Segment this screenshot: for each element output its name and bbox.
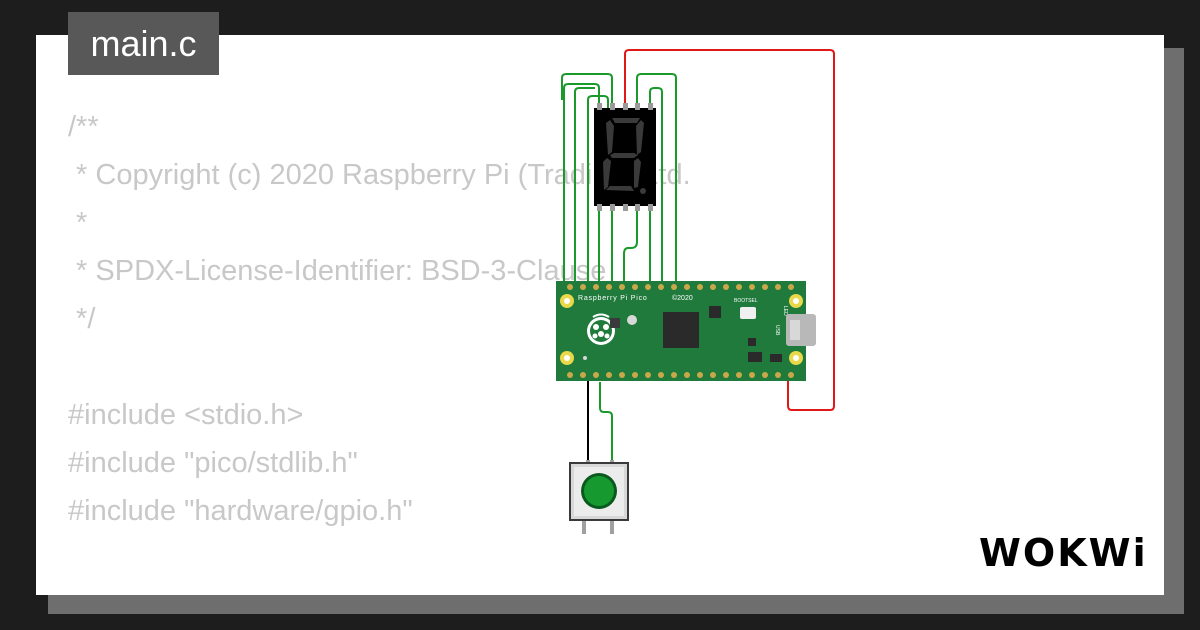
code-line: #include <stdio.h> xyxy=(68,399,304,431)
chip-flash xyxy=(709,306,721,318)
usb-port-inner xyxy=(790,320,800,340)
wires-green[interactable] xyxy=(561,73,677,466)
code-editor[interactable]: /** * Copyright (c) 2020 Raspberry Pi (T… xyxy=(68,103,691,595)
raspberry-pi-pico[interactable]: Raspberry Pi Pico ©2020 BOOTSEL LED USB xyxy=(556,281,816,381)
bootsel-button[interactable] xyxy=(740,307,756,319)
seven-segment-display[interactable] xyxy=(594,103,656,211)
wokwi-logo-text: WOKWi xyxy=(979,531,1147,575)
wokwi-logo: WOKWi xyxy=(979,531,1147,575)
code-line: * xyxy=(68,207,88,239)
board-name: Raspberry Pi Pico xyxy=(578,295,648,302)
push-button[interactable] xyxy=(569,460,629,534)
chip-tiny xyxy=(770,354,782,362)
code-line: #include "pico/stdlib.h" xyxy=(68,447,358,479)
chip-tiny xyxy=(748,352,762,362)
usb-label: USB xyxy=(774,325,780,336)
wire-red[interactable] xyxy=(624,49,835,411)
chip-small xyxy=(610,318,620,328)
header-pins xyxy=(567,284,794,378)
mounting-holes xyxy=(560,294,803,365)
code-line: #include "hardware/gpio.h" xyxy=(68,495,413,527)
board-year: ©2020 xyxy=(672,294,693,302)
raspberry-logo-icon xyxy=(587,313,615,345)
code-line: */ xyxy=(68,303,96,335)
code-line: #define BOTAO xyxy=(68,583,691,595)
bootsel-label: BOOTSEL xyxy=(734,298,758,304)
chip-regulator xyxy=(748,338,756,346)
code-line: /** xyxy=(68,111,99,143)
rp2040-chip xyxy=(663,312,699,348)
file-tab-main-c[interactable]: main.c xyxy=(68,12,219,75)
status-led xyxy=(583,356,587,360)
test-pad xyxy=(627,315,637,325)
led-label: LED xyxy=(782,306,788,316)
segments xyxy=(603,118,646,194)
